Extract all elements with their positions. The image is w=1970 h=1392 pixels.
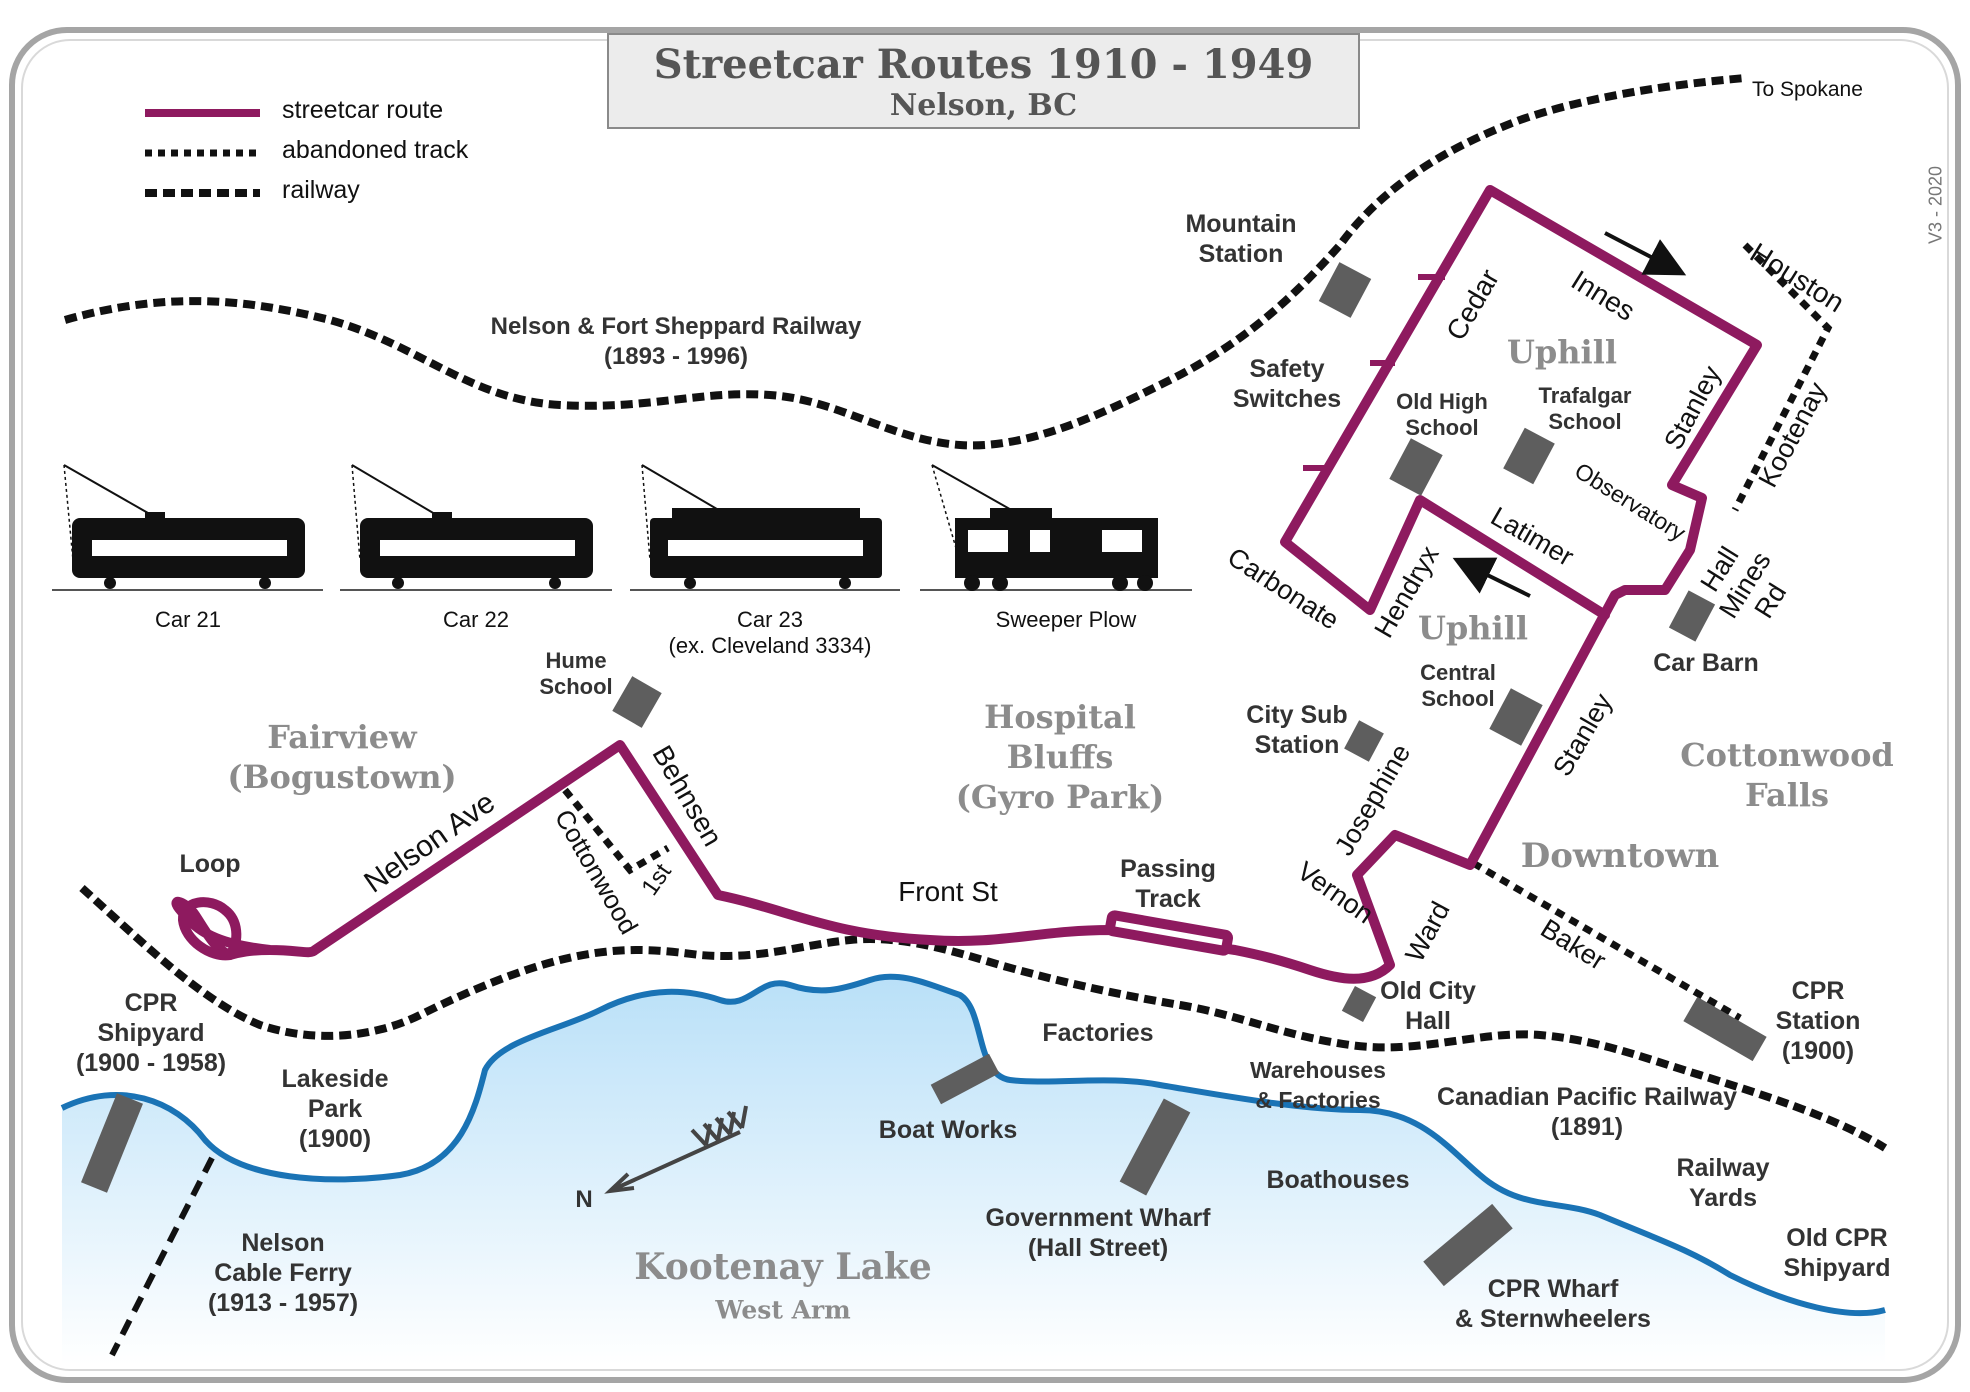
central-school-bldg <box>1489 688 1543 746</box>
car-23-icon <box>630 464 900 591</box>
cpr-shipyard-dock <box>81 1093 143 1193</box>
legend-route-label: streetcar route <box>282 96 444 124</box>
lake-name: Kootenay Lake <box>634 1246 932 1288</box>
cpr-railway <box>79 885 1888 1152</box>
car-21-caption: Car 21 <box>154 607 222 632</box>
label-trafalgar-school: Trafalgar School <box>1538 383 1632 434</box>
direction-arrow-east <box>1604 231 1687 276</box>
label-loop: Loop <box>179 850 241 878</box>
sweeper-plow-icon <box>920 464 1192 591</box>
route-loop <box>178 897 242 961</box>
area-cottonwood-falls: Cottonwood Falls <box>1680 736 1894 814</box>
page-title: Streetcar Routes 1910 - 1949 <box>653 41 1314 88</box>
car-22-icon <box>340 464 612 591</box>
label-old-city-hall: Old City Hall <box>1380 977 1476 1035</box>
car-22-caption: Car 22 <box>442 607 510 632</box>
version-label: V3 - 2020 <box>1925 165 1946 245</box>
label-cpr-station: CPR Station (1900) <box>1775 977 1861 1065</box>
mountain-station-bldg <box>1318 262 1372 318</box>
passing-track <box>1104 910 1234 956</box>
car-barn-bldg <box>1668 590 1716 642</box>
label-safety-switches: Safety Switches <box>1232 355 1342 413</box>
car-23-caption: Car 23 (ex. Cleveland 3334) <box>668 607 872 658</box>
lake-arm: West Arm <box>715 1295 851 1325</box>
label-central-school: Central School <box>1420 660 1496 711</box>
label-old-cpr-shipyard: Old CPR Shipyard <box>1783 1224 1891 1282</box>
abandoned-baker <box>1471 859 1742 1022</box>
nfs-railway-label: Nelson & Fort Sheppard Railway (1893 - 1… <box>490 313 862 370</box>
label-lakeside-park: Lakeside Park (1900) <box>281 1065 389 1153</box>
label-cpr-wharf: CPR Wharf & Sternwheelers <box>1455 1275 1651 1333</box>
old-city-hall-bldg <box>1341 986 1377 1022</box>
label-old-high-school: Old High School <box>1396 389 1488 440</box>
area-uphill-south: Uphill <box>1417 609 1529 647</box>
legend-railway-label: railway <box>282 176 360 204</box>
label-cpr-shipyard: CPR Shipyard (1900 - 1958) <box>75 989 227 1077</box>
page-subtitle: Nelson, BC <box>889 88 1078 123</box>
abandoned-tracks <box>562 242 1833 1022</box>
abandoned-cottonwood <box>562 787 670 875</box>
nfs-railway <box>63 74 1746 450</box>
buildings <box>81 262 1767 1287</box>
abandoned-houston <box>1731 242 1833 512</box>
label-railway-yards: Railway Yards <box>1676 1154 1770 1212</box>
label-boat-works: Boat Works <box>878 1116 1018 1144</box>
label-car-barn: Car Barn <box>1653 649 1759 677</box>
cpr-wharf-dock <box>1423 1203 1513 1287</box>
label-factories: Factories <box>1042 1019 1154 1047</box>
label-warehouses: Warehouses & Factories <box>1250 1057 1386 1113</box>
label-government-wharf: Government Wharf (Hall Street) <box>985 1204 1211 1262</box>
area-uphill-north: Uphill <box>1506 333 1618 371</box>
cable-ferry-line <box>109 1156 215 1357</box>
government-wharf-dock <box>1119 1098 1191 1196</box>
north-arrow <box>604 1105 748 1194</box>
sweeper-plow-caption: Sweeper Plow <box>995 607 1137 632</box>
label-passing-track: Passing Track <box>1120 855 1216 913</box>
cpr-station-bldg <box>1683 996 1767 1062</box>
car-21-icon <box>52 464 323 591</box>
direction-arrow-west <box>1452 557 1531 598</box>
street-front: Front St <box>898 876 998 907</box>
hume-school-bldg <box>612 676 662 728</box>
label-hume-school: Hume School <box>539 648 613 699</box>
to-spokane-label: To Spokane <box>1752 78 1863 101</box>
legend-abandoned-label: abandoned track <box>282 136 469 164</box>
area-fairview: Fairview (Bogustown) <box>227 718 457 796</box>
title-box: Streetcar Routes 1910 - 1949 Nelson, BC <box>607 33 1360 129</box>
label-city-sub-station: City Sub Station <box>1246 701 1348 759</box>
safety-switch-stubs <box>1303 274 1445 471</box>
lake-shoreline <box>60 973 1886 1317</box>
city-sub-station-bldg <box>1344 720 1384 762</box>
label-boathouses: Boathouses <box>1266 1166 1410 1194</box>
streetcar-route <box>171 185 1762 984</box>
trafalgar-school-bldg <box>1503 427 1555 485</box>
area-downtown: Downtown <box>1520 836 1720 876</box>
old-high-school-bldg <box>1389 438 1443 496</box>
label-mountain-station: Mountain Station <box>1185 210 1297 268</box>
boat-works-dock <box>930 1053 1000 1105</box>
cpr-railway-label: Canadian Pacific Railway (1891) <box>1436 1083 1738 1141</box>
label-north: N <box>575 1186 593 1213</box>
area-hospital-bluffs: Hospital Bluffs (Gyro Park) <box>955 698 1165 816</box>
label-cable-ferry: Nelson Cable Ferry (1913 - 1957) <box>207 1229 359 1317</box>
